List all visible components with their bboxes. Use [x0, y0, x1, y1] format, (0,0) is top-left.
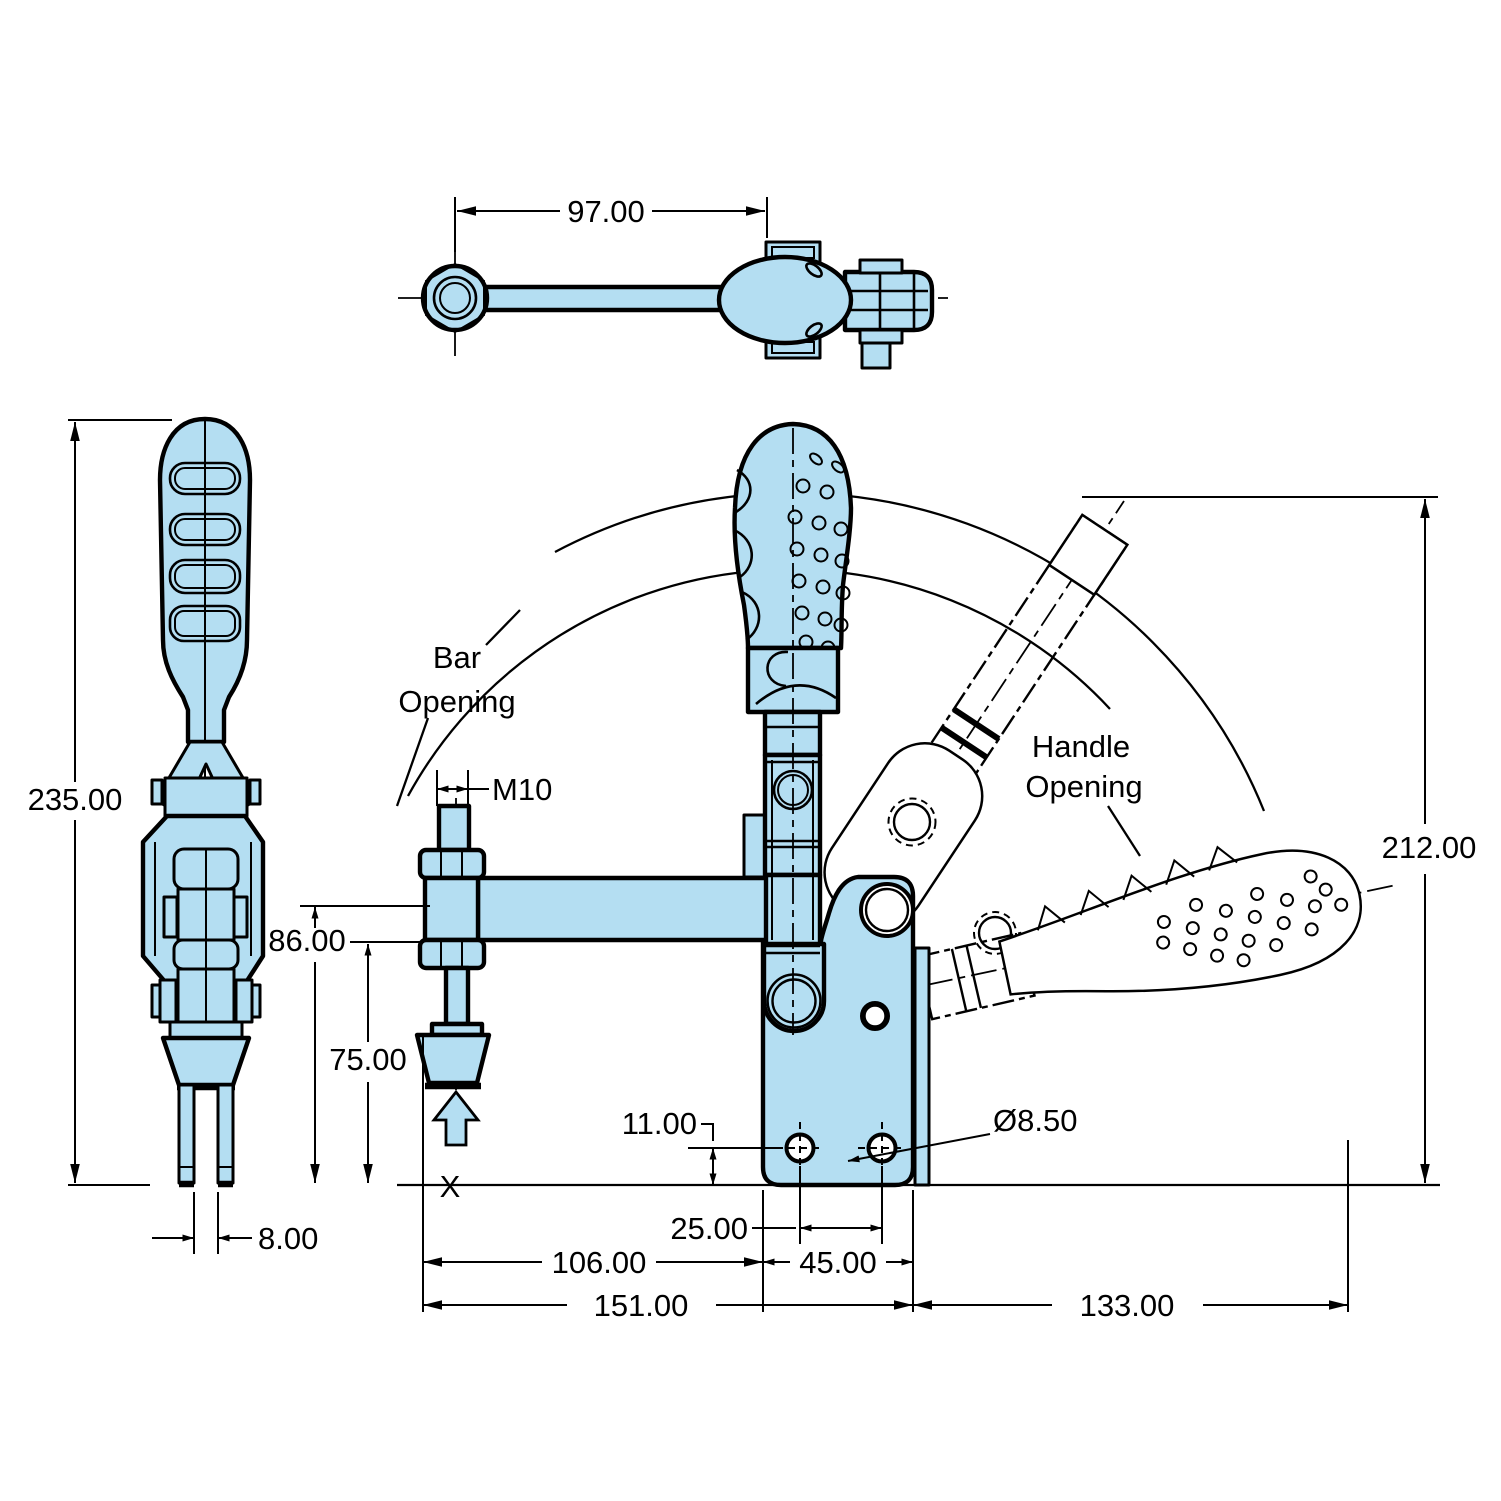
- dimension-212: 212.00: [1082, 496, 1477, 1183]
- dim-25-label: 25.00: [670, 1211, 748, 1246]
- phantom-grip-dimples: [1156, 869, 1349, 968]
- dim-dia-label: Ø8.50: [993, 1103, 1077, 1138]
- phantom-open-position: [792, 500, 1397, 1021]
- spindle-nut-lower: [417, 937, 487, 971]
- main-pivot: [766, 973, 822, 1029]
- datum-x-label: X: [440, 1169, 461, 1204]
- dim-212-label: 212.00: [1382, 830, 1477, 865]
- side-fork-leg-left: [177, 1083, 196, 1185]
- handle-pivot-yoke: [761, 941, 827, 1034]
- dimension-235: 235.00: [28, 419, 172, 1186]
- top-handle-knob: [716, 254, 854, 346]
- phantom-pivot-hole-upper: [892, 802, 932, 842]
- dimension-hole-dia: Ø8.50: [847, 1103, 1077, 1163]
- spindle-nut-upper: [417, 847, 487, 881]
- handle-opening-label-1: Handle: [1032, 729, 1130, 764]
- front-view: Bar Opening Handle Opening M10 86.00 75.…: [268, 421, 1477, 1323]
- body-rear-flange: [913, 946, 931, 1187]
- side-head-block: [163, 776, 249, 818]
- dim-151-label: 151.00: [594, 1288, 689, 1323]
- grip-finger-grooves: [733, 468, 761, 642]
- dim-8-label: 8.00: [258, 1221, 318, 1256]
- side-fork-leg-right: [216, 1083, 235, 1185]
- handle-opening-annotation: Handle Opening: [1025, 729, 1143, 857]
- spindle-pad: [414, 1032, 492, 1086]
- dim-106-label: 106.00: [552, 1245, 647, 1280]
- dim-97-label: 97.00: [567, 194, 645, 229]
- dimension-8: 8.00: [152, 1192, 318, 1256]
- top-foot: [860, 341, 892, 370]
- front-handle: [732, 421, 854, 1034]
- top-base-block: [842, 269, 935, 333]
- bar-opening-label-1: Bar: [433, 640, 481, 675]
- body-hole-small: [860, 1001, 890, 1031]
- clamp-bar: [475, 875, 771, 943]
- dimension-11: 11.00: [622, 1106, 778, 1185]
- dimension-97: 97.00: [454, 194, 768, 252]
- spindle-thread-stub: [436, 803, 472, 853]
- dimension-m10: M10: [436, 770, 552, 807]
- dim-m10-label: M10: [492, 772, 552, 807]
- dimension-45: 45.00: [763, 1245, 913, 1280]
- dim-45-label: 45.00: [799, 1245, 877, 1280]
- dimension-106: 106.00: [423, 1245, 763, 1280]
- side-view: 235.00 8.00: [28, 416, 318, 1256]
- side-flange: [168, 1020, 244, 1040]
- top-bar-arm: [482, 284, 731, 313]
- mounting-holes: [776, 1122, 906, 1174]
- handle-opening-label-2: Opening: [1025, 769, 1142, 804]
- body-hole-large: [859, 882, 915, 938]
- top-view: 97.00: [398, 194, 948, 370]
- dimension-86: 86.00: [268, 905, 430, 1183]
- phantom-pivot-hole-lower: [977, 915, 1013, 951]
- spindle-assembly: [414, 798, 492, 1147]
- phantom-lever-end: [1047, 513, 1130, 597]
- bar-opening-label-2: Opening: [398, 684, 515, 719]
- dim-86-label: 86.00: [268, 923, 346, 958]
- spindle-boss: [422, 875, 481, 943]
- handle-swing-arc: [554, 491, 1266, 812]
- dimension-151: 151.00: [423, 1288, 913, 1323]
- bar-opening-annotation: Bar Opening: [395, 609, 521, 807]
- dim-133-label: 133.00: [1080, 1288, 1175, 1323]
- top-spindle-eye: [420, 263, 490, 333]
- dimension-133: 133.00: [913, 1288, 1348, 1323]
- top-tab-lower: [858, 328, 904, 345]
- dim-75-label: 75.00: [329, 1042, 407, 1077]
- dimension-75: 75.00: [329, 941, 424, 1183]
- clamping-direction-arrow-icon: [431, 1089, 481, 1147]
- dimension-25: 25.00: [670, 1166, 883, 1246]
- top-tab-upper: [858, 258, 904, 275]
- dim-235-label: 235.00: [28, 782, 123, 817]
- phantom-grip-serrations: [1036, 845, 1238, 931]
- phantom-grip: [997, 845, 1362, 996]
- side-pad: [160, 1035, 252, 1088]
- spindle-shaft: [443, 965, 471, 1027]
- dim-11-label: 11.00: [622, 1106, 697, 1141]
